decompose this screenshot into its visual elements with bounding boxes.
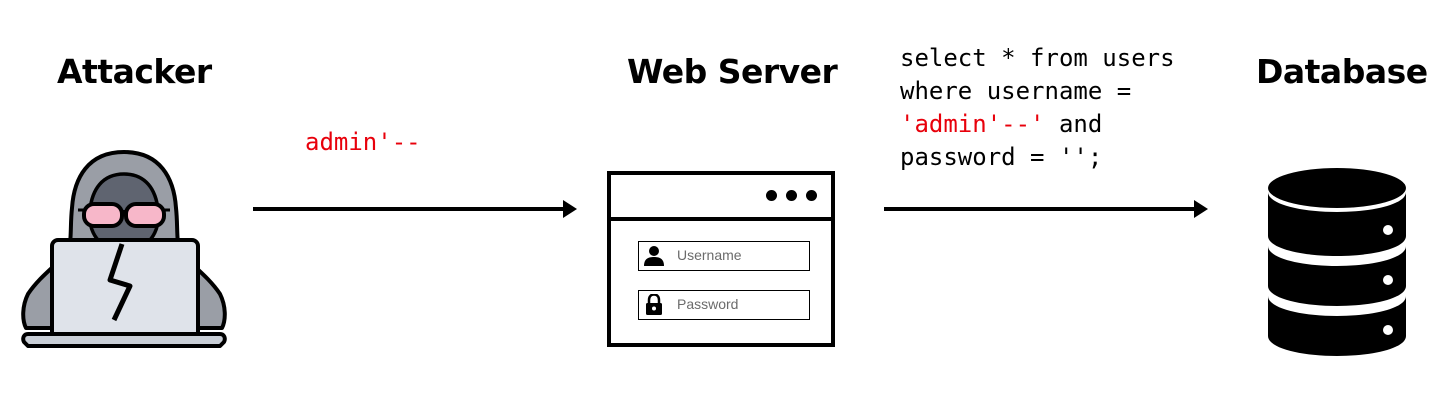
query-line-4: password = ''; [900,143,1103,171]
window-dot-3 [806,190,817,201]
password-placeholder: Password [677,296,739,312]
password-field[interactable]: Password [638,290,810,320]
login-browser-window: Username Password [607,171,835,347]
hooded-hacker-laptop-icon [21,150,227,348]
attacker-heading: Attacker [57,52,212,91]
sql-query: select * from users where username = 'ad… [900,42,1175,174]
username-field[interactable]: Username [638,241,810,271]
attacker-to-server-arrow [253,200,577,218]
database-icon [1268,168,1406,356]
web-server-heading: Web Server [627,52,838,91]
query-and-keyword: and [1044,110,1103,138]
database-heading: Database [1256,52,1428,91]
query-quote-close: ' [1030,110,1045,138]
query-line-1: select * from users [900,44,1175,72]
query-injected-value: admin'-- [914,110,1031,138]
injection-payload: admin'-- [305,128,421,156]
user-icon [644,246,664,266]
lock-icon [646,294,662,315]
username-placeholder: Username [677,247,742,263]
query-quote-open: ' [900,110,915,138]
query-line-3: 'admin'--' and [900,108,1175,141]
query-line-2: where username = [900,77,1132,105]
window-dot-2 [786,190,797,201]
server-to-database-arrow [884,200,1208,218]
browser-title-bar [611,175,831,221]
window-dot-1 [766,190,777,201]
